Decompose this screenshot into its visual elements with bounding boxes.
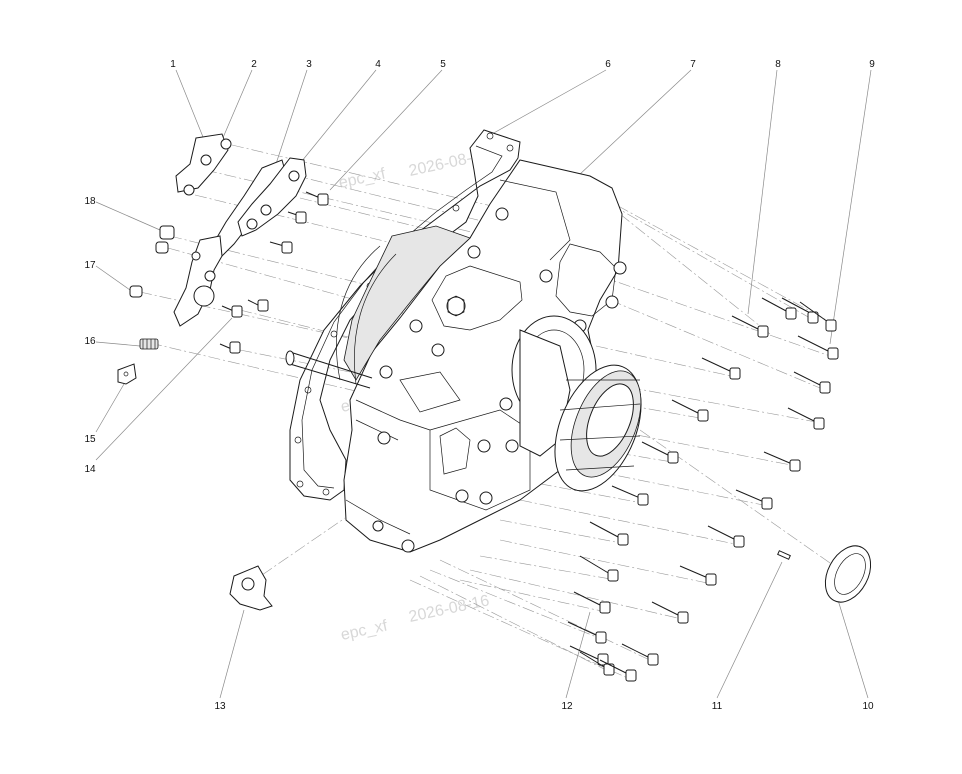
- gasket: [289, 129, 521, 501]
- callout-15: 15: [84, 434, 96, 445]
- callout-10: 10: [862, 701, 874, 712]
- callout-5: 5: [440, 59, 446, 70]
- callout-16: 16: [84, 336, 96, 347]
- plate-part-4: [237, 157, 307, 237]
- transmission-case: [285, 159, 627, 553]
- bolts-part-14: [219, 299, 269, 354]
- callout-2: 2: [251, 59, 257, 70]
- bolts-part-5: [269, 191, 329, 254]
- spring-part-16: [139, 338, 159, 350]
- clip-part-15: [117, 363, 137, 385]
- bolts-right: [567, 297, 839, 682]
- callout-3: 3: [306, 59, 312, 70]
- bracket-part-1: [175, 133, 232, 196]
- watermark-text: epc_xf: [339, 617, 389, 644]
- callout-17: 17: [84, 260, 96, 271]
- leader-lines: [95, 69, 872, 699]
- callout-6: 6: [605, 59, 611, 70]
- splined-gear: [554, 364, 642, 492]
- callout-labels: 1 2 3 4 5 6 7 8 9 10 11 12 13 14 15 16 1…: [84, 59, 875, 712]
- callout-12: 12: [561, 701, 573, 712]
- callout-18: 18: [84, 196, 96, 207]
- callout-9: 9: [869, 59, 875, 70]
- callout-4: 4: [375, 59, 381, 70]
- gasket-inner-edge: [301, 145, 503, 489]
- watermark-text: epc_xf: [337, 165, 387, 192]
- nut-part-18: [155, 225, 175, 254]
- callout-13: 13: [214, 701, 226, 712]
- watermark-date: 2026-08-16: [407, 592, 491, 626]
- nut-part-17: [129, 285, 143, 298]
- callout-8: 8: [775, 59, 781, 70]
- callout-14: 14: [84, 464, 96, 475]
- callout-7: 7: [690, 59, 696, 70]
- bracket-part-13: [229, 565, 273, 611]
- bracket-plate-lower: [173, 235, 223, 327]
- seal-ring: [824, 545, 872, 603]
- callout-11: 11: [712, 701, 723, 712]
- dowel-pin: [777, 550, 791, 560]
- callout-1: 1: [170, 59, 176, 70]
